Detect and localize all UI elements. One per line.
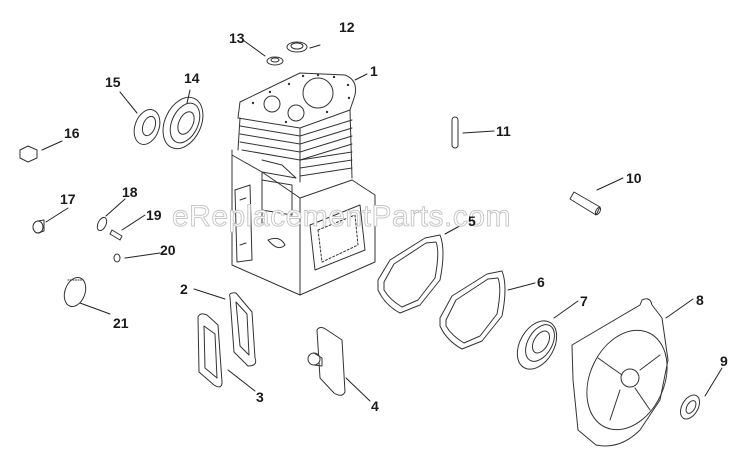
gasket-part-2 (229, 292, 257, 367)
callout-20[interactable]: 20 (160, 242, 176, 258)
cover-plate-part-3 (197, 313, 223, 388)
bearing-part-7 (516, 320, 558, 370)
seal-part-15 (133, 109, 161, 145)
bushing-part-12 (286, 41, 308, 53)
plug-part-16 (19, 145, 38, 163)
callout-14[interactable]: 14 (184, 70, 200, 86)
watermark: eReplacementParts.com (172, 200, 511, 234)
callout-13[interactable]: 13 (229, 30, 245, 46)
callout-6[interactable]: 6 (537, 274, 545, 290)
callout-2[interactable]: 2 (180, 281, 188, 297)
dowel-part-11 (451, 116, 459, 149)
callout-16[interactable]: 16 (64, 125, 80, 141)
callout-3[interactable]: 3 (256, 389, 264, 405)
pin-part-19 (109, 229, 123, 241)
cylinder-block-part (231, 72, 376, 296)
plug-part-17 (32, 219, 45, 234)
callout-17[interactable]: 17 (60, 191, 76, 207)
callout-4[interactable]: 4 (371, 398, 379, 414)
seal-part-9 (680, 394, 700, 420)
callout-9[interactable]: 9 (720, 353, 728, 369)
cover-breather-part-4 (307, 327, 346, 396)
pin-part-10 (569, 191, 602, 216)
leader-lines (41, 39, 723, 402)
callout-19[interactable]: 19 (146, 207, 162, 223)
callout-8[interactable]: 8 (696, 292, 704, 308)
callout-1[interactable]: 1 (370, 63, 378, 79)
washer-part-13 (266, 56, 284, 66)
gasket-part-5 (377, 234, 444, 314)
callout-10[interactable]: 10 (626, 170, 642, 186)
callout-12[interactable]: 12 (339, 19, 355, 35)
callout-5[interactable]: 5 (468, 213, 476, 229)
plug-part-20 (113, 253, 121, 263)
callout-21[interactable]: 21 (113, 315, 129, 331)
bearing-plate-part-8 (571, 298, 669, 447)
cap-part-21 (63, 276, 87, 308)
bearing-part-14 (162, 96, 204, 150)
callout-15[interactable]: 15 (105, 74, 121, 90)
callout-7[interactable]: 7 (580, 293, 588, 309)
callout-11[interactable]: 11 (496, 123, 511, 139)
callout-18[interactable]: 18 (122, 184, 138, 200)
washer-part-18 (96, 216, 108, 232)
gasket-part-6 (439, 270, 506, 350)
